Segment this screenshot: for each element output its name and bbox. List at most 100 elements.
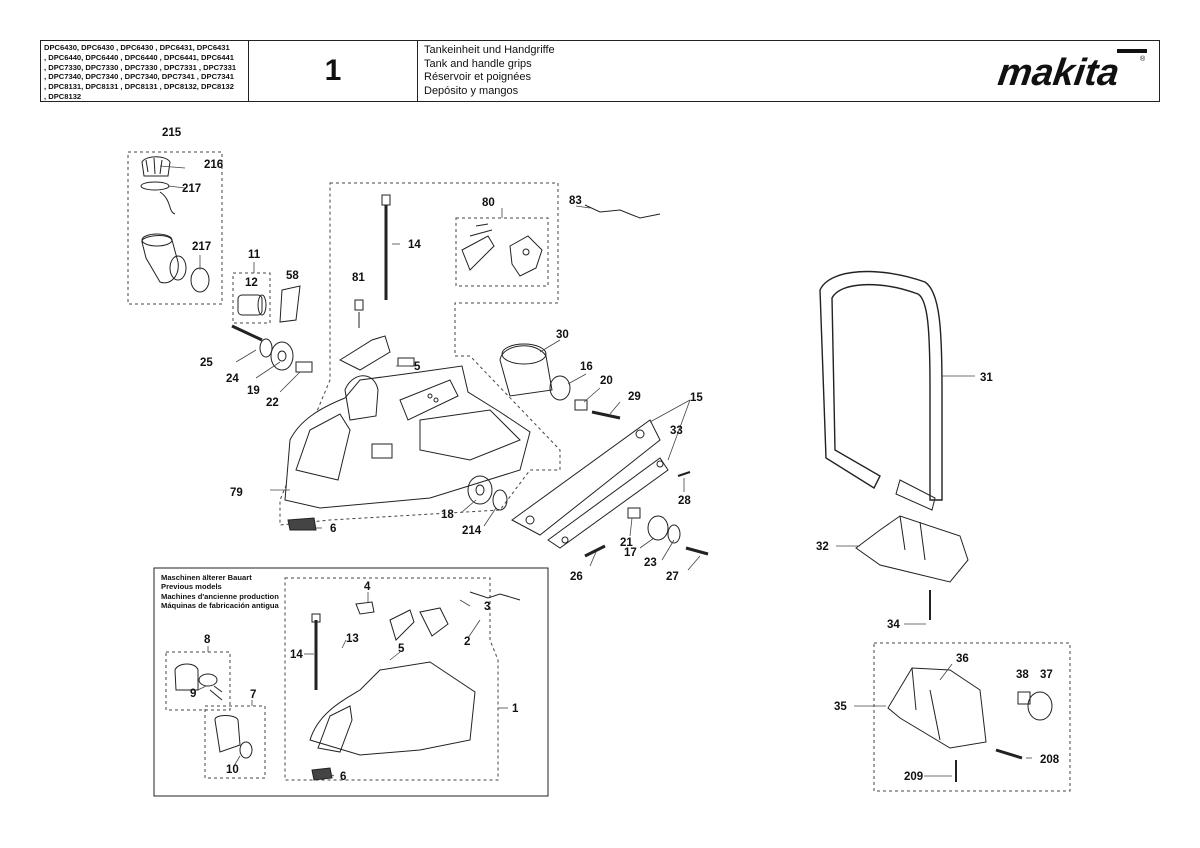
makita-logo: makita ®	[989, 41, 1159, 101]
box-part-35	[873, 642, 1071, 792]
label-19: 19	[247, 385, 260, 397]
part-81-screw	[354, 299, 364, 328]
inset-label-4: 4	[364, 581, 371, 593]
label-217: 217	[192, 241, 211, 253]
label-17: 17	[624, 547, 637, 559]
label-22: 22	[266, 397, 279, 409]
label-79: 79	[230, 487, 243, 499]
inset-label-14: 14	[290, 649, 303, 661]
part-14-hose	[381, 194, 391, 300]
label-215: 215	[162, 127, 182, 139]
inset-label-10: 10	[226, 764, 239, 776]
inset-title-de: Maschinen älterer Bauart	[161, 573, 252, 582]
label-20: 20	[600, 375, 613, 387]
leader-lines	[159, 165, 1032, 777]
box-part-11	[232, 272, 271, 324]
lower-mount-parts	[467, 471, 709, 558]
label-34: 34	[887, 619, 900, 631]
label-36: 36	[956, 653, 969, 665]
part-15-bracket	[511, 419, 669, 549]
inset-label-9: 9	[190, 688, 196, 700]
label-80: 80	[482, 197, 495, 209]
title-block: DPC6430, DPC6430 , DPC6430 , DPC6431, DP…	[40, 40, 1160, 102]
part-79-tank-housing	[284, 335, 531, 509]
inset-label-13: 13	[346, 633, 359, 645]
label-25: 25	[200, 357, 213, 369]
box-part-79	[279, 182, 561, 526]
model-line: , DPC6440, DPC6440 , DPC6440 , DPC6441, …	[44, 52, 234, 62]
label-37: 37	[1040, 669, 1053, 681]
registered-mark: ®	[1140, 55, 1146, 63]
inset-label-3: 3	[484, 601, 490, 613]
inset-label-8: 8	[204, 634, 211, 646]
label-16: 16	[580, 361, 593, 373]
label-214: 214	[462, 525, 482, 537]
model-line: DPC6430, DPC6430 , DPC6430 , DPC6431, DP…	[44, 43, 230, 52]
inset-label-1: 1	[512, 703, 519, 715]
label-18: 18	[441, 509, 454, 521]
group-boxes	[127, 151, 1071, 792]
inset-label-6: 6	[340, 771, 346, 783]
inset-titles: Maschinen älterer Bauart Previous models…	[161, 573, 279, 610]
label-58: 58	[286, 270, 299, 282]
title-fr: Réservoir et poignées	[424, 71, 532, 83]
label-32: 32	[816, 541, 829, 553]
part-58-plate	[279, 285, 301, 323]
page-number: 1	[249, 41, 418, 101]
label-35: 35	[834, 701, 847, 713]
title-de: Tankeinheit und Handgriffe	[424, 44, 555, 56]
part-12-bushing	[237, 294, 267, 316]
part-32-bracket	[855, 515, 969, 583]
label-12: 12	[245, 277, 258, 289]
inset-title-fr: Machines d'ancienne production	[161, 591, 279, 601]
label-15: 15	[690, 392, 703, 404]
label-6: 6	[330, 523, 336, 535]
label-38: 38	[1016, 669, 1029, 681]
part-30-mount	[499, 343, 621, 420]
label-14: 14	[408, 239, 421, 251]
part-83-wire	[584, 204, 661, 219]
inset-title-en: Previous models	[161, 582, 222, 592]
label-209: 209	[904, 771, 923, 783]
label-81: 81	[352, 272, 365, 284]
inset-frame	[153, 567, 549, 797]
part-31-front-handle	[819, 270, 943, 511]
label-24: 24	[226, 373, 239, 385]
title-en: Tank and handle grips	[424, 57, 532, 70]
label-21: 21	[620, 537, 633, 549]
inset-title-es: Máquinas de fabricación antigua	[161, 600, 279, 610]
label-83: 83	[569, 195, 582, 207]
inset-label-5: 5	[398, 643, 405, 655]
label-11: 11	[248, 249, 261, 261]
label-30: 30	[556, 329, 569, 341]
label-31: 31	[980, 372, 993, 384]
left-mount-parts	[231, 324, 313, 373]
label-28: 28	[678, 495, 691, 507]
box-inset-1	[284, 577, 499, 781]
fuel-cap-assembly	[140, 156, 210, 293]
model-list: DPC6430, DPC6430 , DPC6430 , DPC6431, DP…	[41, 41, 249, 101]
label-23: 23	[644, 557, 657, 569]
inset-parts	[174, 591, 521, 781]
label-26: 26	[570, 571, 583, 583]
label-208: 208	[1040, 754, 1060, 766]
box-part-80	[455, 217, 549, 287]
box-fuel-cap-group	[127, 151, 223, 305]
label-216: 216	[204, 159, 223, 171]
model-line: , DPC7330, DPC7330 , DPC7330 , DPC7331 ,…	[44, 62, 237, 72]
title-es: Depósito y mangos	[424, 84, 519, 97]
label-27: 27	[666, 571, 679, 583]
model-line: , DPC8132	[44, 91, 82, 101]
logo-wordmark: makita	[996, 51, 1122, 94]
section-titles: Tankeinheit und Handgriffe Tank and hand…	[418, 41, 989, 101]
part-80-lever-group	[461, 223, 543, 277]
inset-label-2: 2	[464, 636, 470, 648]
model-line: , DPC8131, DPC8131 , DPC8131 , DPC8132, …	[44, 82, 234, 92]
inset-label-7: 7	[250, 689, 256, 701]
label-217: 217	[182, 183, 201, 195]
label-33: 33	[670, 425, 683, 437]
part-number-labels: 215 216 217 217 11 12 58 81 14 80 83 25 …	[162, 127, 1060, 783]
box-inset-8	[165, 651, 231, 711]
model-line: , DPC7340, DPC7340 , DPC7340, DPC7341 , …	[44, 72, 234, 82]
